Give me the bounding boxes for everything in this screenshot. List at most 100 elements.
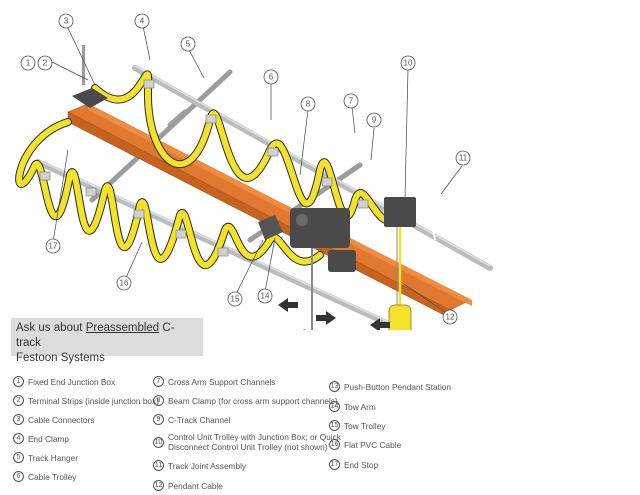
legend-label-line2: Disconnect Control Unit Trolley (not sho…: [168, 442, 328, 452]
callout-7: 7: [343, 93, 359, 109]
legend-label: Cable Trolley: [28, 471, 77, 482]
legend-number: 7: [153, 376, 164, 387]
legend-label: Tow Trolley: [344, 420, 386, 431]
festoon-system-diagram: 1 2 3 4 5 6 7 8 9 10 11 12 13 14 15 16 1…: [15, 13, 493, 330]
callout-1: 1: [20, 55, 36, 71]
svg-text:1: 1: [26, 59, 31, 68]
legend-item: 3 Cable Connectors: [13, 414, 94, 425]
legend-number: 9: [153, 414, 164, 425]
promo-text-line2: Festoon Systems: [16, 352, 105, 364]
legend-item: 4 End Clamp: [13, 433, 69, 444]
promo-text: Ask us about: [16, 322, 86, 334]
legend-item: 9 C-Track Channel: [153, 414, 230, 425]
svg-text:10: 10: [404, 59, 413, 68]
callout-17: 17: [45, 238, 61, 254]
callout-10: 10: [400, 55, 416, 71]
legend-item: 15 Tow Trolley: [329, 420, 386, 431]
legend-item: 13 Push-Button Pendant Station: [329, 381, 451, 392]
legend-number: 14: [329, 401, 340, 412]
legend-item: 5 Track Hanger: [13, 452, 78, 463]
legend-number: 17: [329, 459, 340, 470]
callout-4: 4: [134, 13, 150, 29]
leader-lines: [51, 25, 463, 313]
legend-label-line1: Control Unit Trolley with Junction Box; …: [168, 432, 341, 442]
callout-15: 15: [227, 291, 243, 307]
preassembled-promo-box: Ask us about Preassembled C-track Festoo…: [11, 318, 203, 364]
svg-text:11: 11: [459, 154, 468, 163]
legend-item: 7 Cross Arm Support Channels: [153, 376, 275, 387]
svg-text:2: 2: [43, 59, 48, 68]
svg-text:14: 14: [261, 292, 270, 301]
callout-2: 2: [37, 55, 53, 71]
legend-label: Tow Arm: [344, 401, 376, 412]
legend-label: End Clamp: [28, 433, 70, 444]
legend-item: 17 End Stop: [329, 459, 378, 470]
legend-number: 10: [153, 436, 164, 448]
legend-label: Cable Connectors: [28, 414, 95, 425]
legend-label: Pendant Cable: [168, 480, 223, 491]
callout-12: 12: [442, 309, 458, 325]
legend-label: C-Track Channel: [168, 414, 231, 425]
legend-label: Cross Arm Support Channels: [168, 376, 276, 387]
svg-text:7: 7: [349, 97, 354, 106]
callout-5: 5: [180, 36, 196, 52]
svg-text:15: 15: [231, 295, 240, 304]
motion-arrows: [278, 298, 390, 330]
legend-item: 14 Tow Arm: [329, 401, 376, 412]
legend-item: 8 Beam Clamp (for cross arm support chann…: [153, 395, 338, 406]
legend-label: Fixed End Junction Box: [28, 376, 116, 387]
legend-label: Flat PVC Cable: [344, 439, 402, 450]
callout-16: 16: [116, 275, 132, 291]
svg-text:5: 5: [186, 40, 191, 49]
legend-item: 16 Flat PVC Cable: [329, 439, 401, 450]
legend-number: 11: [153, 460, 164, 471]
preassembled-link[interactable]: Preassembled: [85, 322, 160, 334]
legend-label: Control Unit Trolley with Junction Box; …: [168, 432, 341, 452]
flat-pvc-cable-lower: [15, 118, 324, 269]
cable-trolleys: [39, 79, 369, 257]
callout-3: 3: [58, 13, 74, 29]
svg-text:3: 3: [64, 17, 69, 26]
legend-number: 15: [329, 420, 340, 431]
callout-11: 11: [455, 150, 471, 166]
legend-number: 6: [13, 471, 24, 482]
legend-label: Terminal Strips (inside junction box): [28, 395, 159, 406]
hoist-unit: [290, 208, 356, 330]
svg-text:17: 17: [49, 242, 58, 251]
svg-text:6: 6: [269, 73, 274, 82]
callout-14: 14: [257, 288, 273, 304]
legend-label: Push-Button Pendant Station: [344, 381, 452, 392]
legend-number: 13: [329, 381, 340, 392]
break-marks: [430, 211, 463, 241]
fixed-end-junction-box: [72, 45, 108, 108]
upper-c-track: [132, 65, 493, 271]
svg-text:4: 4: [140, 17, 145, 26]
promo-text-after: C-track: [16, 322, 175, 349]
svg-text:16: 16: [120, 279, 129, 288]
legend-label: Track Joint Assembly: [168, 460, 247, 471]
legend-number: 5: [13, 452, 24, 463]
callout-6: 6: [263, 69, 279, 85]
legend-label: End Stop: [344, 459, 379, 470]
legend-number: 2: [13, 395, 24, 406]
svg-text:9: 9: [372, 116, 377, 125]
callout-9: 9: [366, 112, 382, 128]
legend-label: Track Hanger: [28, 452, 78, 463]
legend-number: 1: [13, 376, 24, 387]
legend-number: 8: [153, 395, 164, 406]
svg-text:12: 12: [446, 313, 455, 322]
legend-number: 16: [329, 439, 340, 450]
legend-number: 3: [13, 414, 24, 425]
legend-number: 4: [13, 433, 24, 444]
svg-text:8: 8: [306, 100, 311, 109]
legend-item: 10 Control Unit Trolley with Junction Box…: [153, 432, 341, 452]
legend-label: Beam Clamp (for cross arm support channe…: [168, 395, 338, 406]
tow-trolley: [258, 215, 283, 240]
push-button-pendant-station: [388, 304, 412, 330]
legend-item: 2 Terminal Strips (inside junction box): [13, 395, 159, 406]
legend-item: 6 Cable Trolley: [13, 471, 76, 482]
callout-8: 8: [300, 96, 316, 112]
legend-item: 1 Fixed End Junction Box: [13, 376, 115, 387]
legend-item: 11 Track Joint Assembly: [153, 460, 246, 471]
